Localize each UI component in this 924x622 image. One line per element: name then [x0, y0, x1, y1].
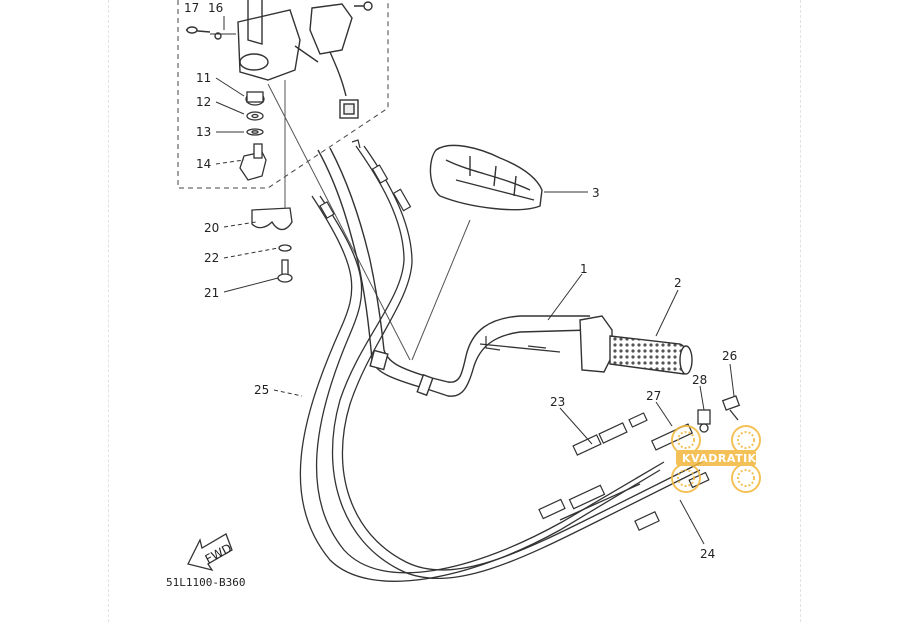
part-label-14: 14 [196, 157, 211, 171]
part-label-26: 26 [722, 349, 737, 363]
throttle-grip [579, 315, 693, 375]
part-label-11: 11 [196, 71, 211, 85]
part-label-17: 17 [184, 1, 199, 15]
part-label-25: 25 [254, 383, 269, 397]
part-label-28: 28 [692, 373, 707, 387]
cable-adjusters [697, 395, 741, 433]
part-label-21: 21 [204, 286, 219, 300]
watermark-logo: KVADRATIK [671, 425, 761, 493]
part-label-24: 24 [700, 547, 715, 561]
clamp-and-bolt [251, 207, 293, 283]
part-label-23: 23 [550, 395, 565, 409]
forward-direction-arrow: FWD [187, 533, 234, 572]
diagram-code: 51L1100-B360 [166, 576, 245, 589]
handlebar-pad [429, 144, 543, 211]
assembly-guide-lines [267, 80, 471, 361]
part-label-13: 13 [196, 125, 211, 139]
small-parts-column [239, 91, 267, 181]
part-label-22: 22 [204, 251, 219, 265]
part-label-20: 20 [204, 221, 219, 235]
watermark-text: KVADRATIK [682, 452, 757, 465]
part-label-12: 12 [196, 95, 211, 109]
part-label-1: 1 [580, 262, 588, 276]
part-label-2: 2 [674, 276, 682, 290]
part-label-16: 16 [208, 1, 223, 15]
leader-lines [210, 16, 735, 545]
part-label-3: 3 [592, 186, 600, 200]
left-margin-line [108, 0, 109, 622]
part-number-labels: 17 16 11 12 13 14 20 22 21 25 3 1 2 26 2… [184, 1, 737, 561]
part-label-27: 27 [646, 389, 661, 403]
cables [299, 145, 703, 582]
handlebar-switch [185, 0, 373, 119]
right-margin-line [800, 0, 801, 622]
handlebar [317, 147, 591, 397]
